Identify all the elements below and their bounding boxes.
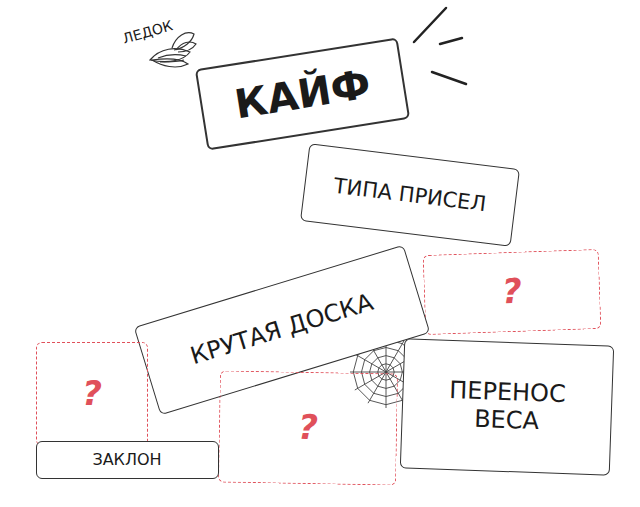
term-box: ЗАКЛОН bbox=[36, 441, 219, 479]
term-box: ТИПА ПРИСЕЛ bbox=[300, 143, 520, 246]
term-text: КАЙФ bbox=[231, 61, 373, 128]
butterfly-icon bbox=[150, 33, 196, 67]
question-mark: ? bbox=[82, 374, 102, 413]
term-text: ЗАКЛОН bbox=[92, 451, 161, 469]
burst-lines bbox=[414, 8, 466, 84]
term-text: ТИПА ПРИСЕЛ bbox=[332, 174, 487, 217]
term-text: КРУТАЯ ДОСКА bbox=[187, 289, 376, 371]
placeholder-box: ? bbox=[423, 249, 602, 335]
term-box: КАЙФ bbox=[194, 37, 409, 150]
placeholder-box: ? bbox=[218, 370, 398, 485]
note-label: ЛЕДОК bbox=[121, 17, 175, 47]
question-mark: ? bbox=[298, 408, 318, 447]
term-box: ПЕРЕНОС ВЕСА bbox=[400, 338, 614, 475]
placeholder-box: ? bbox=[36, 342, 148, 446]
term-text: ПЕРЕНОС ВЕСА bbox=[431, 377, 583, 437]
question-mark: ? bbox=[501, 272, 522, 312]
